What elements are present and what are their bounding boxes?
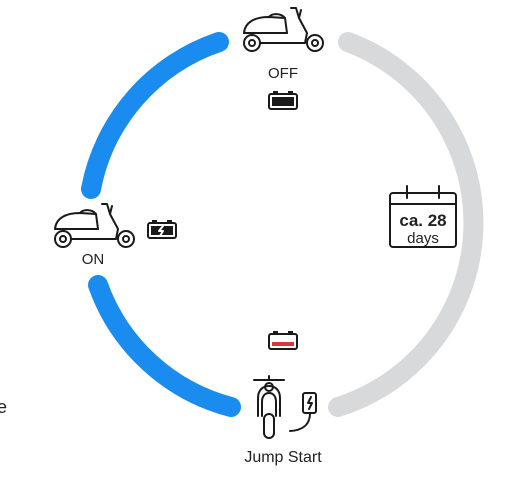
inactive-arc [328,32,484,417]
active-arc-lower [88,275,241,417]
scooter-front-icon [253,375,285,439]
charger-plug-icon [289,392,317,432]
on-label: ON [82,251,105,268]
calendar-line2: days [407,230,439,247]
active-arc-upper [81,32,229,199]
jump-start-label: Jump Start [244,449,322,466]
calendar-icon [389,185,457,248]
battery-charging-icon [147,220,177,239]
scooter-side-icon [54,203,135,248]
battery-full-icon [268,91,298,110]
calendar-line1: ca. 28 [399,211,446,230]
off-label: OFF [268,65,298,82]
scooter-side-icon [243,7,324,52]
edge-text-fragment: e [0,397,7,417]
battery-low-icon [268,331,298,350]
